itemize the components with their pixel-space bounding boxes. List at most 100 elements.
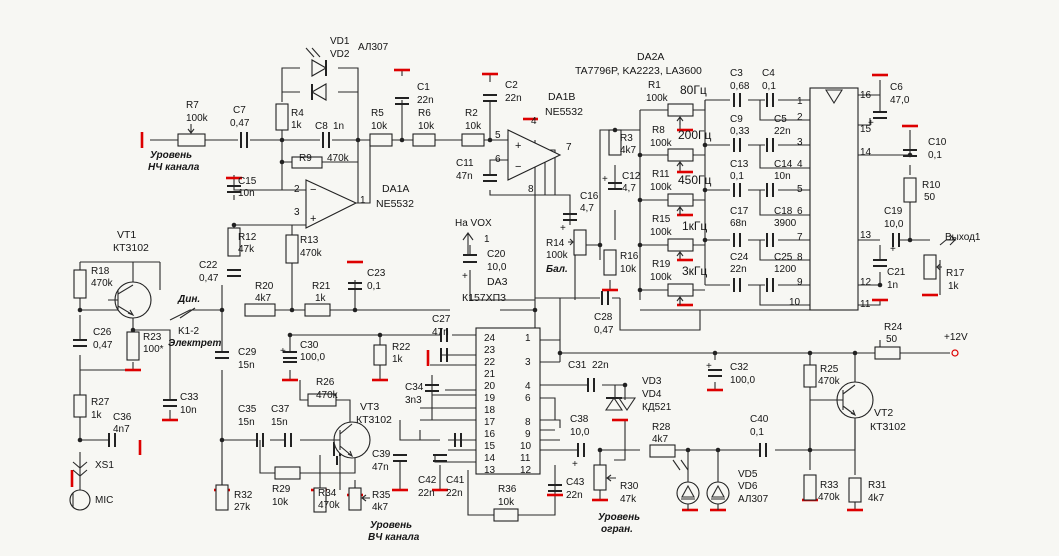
svg-text:C25: C25	[774, 252, 793, 263]
svg-text:47,0: 47,0	[890, 95, 910, 106]
svg-text:+: +	[280, 346, 286, 357]
svg-text:16: 16	[860, 90, 872, 101]
svg-text:R26: R26	[316, 377, 335, 388]
da3-type: К157ХП3	[462, 292, 506, 304]
svg-text:10k: 10k	[620, 264, 637, 275]
svg-text:470k: 470k	[318, 500, 341, 511]
svg-text:R34: R34	[318, 488, 337, 499]
svg-text:C16: C16	[580, 191, 599, 202]
svg-text:15: 15	[484, 441, 496, 452]
svg-text:6: 6	[495, 154, 501, 165]
freq-1khz: 1кГц	[682, 219, 707, 233]
elektret-note: Электрет	[168, 338, 221, 349]
svg-text:5: 5	[797, 184, 803, 195]
svg-text:100k: 100k	[650, 272, 673, 283]
svg-text:12: 12	[520, 465, 532, 476]
limit-level-note-2: огран.	[601, 524, 633, 535]
svg-text:22n: 22n	[730, 264, 747, 275]
r34-body	[313, 487, 327, 513]
svg-text:C35: C35	[238, 404, 257, 415]
svg-text:C41: C41	[446, 475, 465, 486]
svg-text:R22: R22	[392, 342, 411, 353]
svg-text:11: 11	[520, 453, 531, 464]
svg-text:C13: C13	[730, 159, 749, 170]
r16-body	[603, 249, 617, 276]
svg-text:14: 14	[860, 147, 872, 158]
svg-text:100k: 100k	[546, 250, 569, 261]
svg-text:0,1: 0,1	[762, 81, 776, 92]
svg-text:100k: 100k	[650, 138, 673, 149]
vch-level-note-2: ВЧ канала	[368, 532, 420, 543]
svg-text:R28: R28	[652, 422, 671, 433]
svg-text:13: 13	[484, 465, 496, 476]
r26-body	[307, 393, 337, 407]
svg-text:C42: C42	[418, 475, 437, 486]
annotation-notes: Уровень НЧ канала Уровень ВЧ канала Уров…	[148, 150, 981, 543]
svg-text:R30: R30	[620, 481, 639, 492]
svg-text:C24: C24	[730, 252, 749, 263]
freq-200hz: 200Гц	[678, 128, 712, 142]
svg-text:100,0: 100,0	[730, 375, 755, 386]
svg-text:C36: C36	[113, 412, 132, 423]
svg-text:470k: 470k	[818, 492, 841, 503]
svg-text:R9: R9	[299, 153, 312, 164]
r25-body	[803, 364, 817, 388]
r19-body	[667, 283, 694, 297]
da3-ic: 24 23 22 21 20 19 18 17 16 15 14 13 1 3 …	[462, 276, 541, 476]
svg-text:22n: 22n	[418, 488, 435, 499]
da1b-label: DA1B	[548, 91, 575, 103]
svg-text:R18: R18	[91, 266, 110, 277]
svg-text:7: 7	[566, 142, 572, 153]
svg-text:24: 24	[484, 333, 496, 344]
r17-body	[923, 254, 937, 280]
svg-text:47n: 47n	[456, 171, 473, 182]
svg-text:1200: 1200	[774, 264, 797, 275]
diodes	[305, 47, 730, 510]
svg-text:470k: 470k	[300, 248, 323, 259]
svg-text:4k7: 4k7	[620, 145, 637, 156]
component-labels: VD1 VD2 АЛ307 R7 100k C7 0,47 R4 1k C8 1…	[91, 36, 965, 513]
svg-text:4,7: 4,7	[622, 183, 636, 194]
svg-text:C12: C12	[622, 171, 641, 182]
svg-text:R24: R24	[884, 322, 903, 333]
r1-body	[667, 103, 694, 117]
svg-text:470k: 470k	[818, 376, 841, 387]
r28-body	[649, 444, 676, 458]
svg-text:50: 50	[924, 192, 936, 203]
svg-text:C29: C29	[238, 347, 257, 358]
svg-text:4,7: 4,7	[580, 203, 594, 214]
freq-3khz: 3кГц	[682, 264, 707, 278]
svg-text:4k7: 4k7	[255, 293, 272, 304]
svg-text:C20: C20	[487, 249, 506, 260]
r35-body	[348, 487, 362, 511]
svg-text:0,47: 0,47	[594, 325, 614, 336]
svg-text:VD6: VD6	[738, 481, 758, 492]
svg-text:XS1: XS1	[95, 460, 114, 471]
svg-text:22n: 22n	[566, 490, 583, 501]
svg-text:4k7: 4k7	[372, 502, 389, 513]
svg-text:КТ3102: КТ3102	[356, 414, 392, 426]
svg-text:0,47: 0,47	[230, 118, 250, 129]
svg-text:R12: R12	[238, 232, 257, 243]
svg-text:C37: C37	[271, 404, 290, 415]
svg-text:22: 22	[484, 357, 496, 368]
svg-text:R19: R19	[652, 259, 671, 270]
svg-text:R5: R5	[371, 108, 384, 119]
da2a-ic: 1 2 3 4 5 6 7 8 9 10 11 12 13 14 15 16 D…	[575, 51, 872, 311]
r23-body	[126, 331, 140, 361]
svg-text:1: 1	[525, 333, 531, 344]
r20-body	[244, 303, 276, 317]
svg-text:2: 2	[294, 184, 300, 195]
r22-body	[373, 344, 387, 366]
nch-level-note-1: Уровень	[150, 150, 192, 161]
svg-text:C2: C2	[505, 80, 518, 91]
svg-text:12: 12	[860, 277, 872, 288]
svg-text:100k: 100k	[186, 113, 209, 124]
svg-text:9: 9	[525, 429, 531, 440]
svg-text:68n: 68n	[730, 218, 747, 229]
svg-text:3n3: 3n3	[405, 395, 422, 406]
r7-body	[177, 133, 206, 147]
svg-text:100,0: 100,0	[300, 352, 325, 363]
svg-text:R14: R14	[546, 238, 565, 249]
